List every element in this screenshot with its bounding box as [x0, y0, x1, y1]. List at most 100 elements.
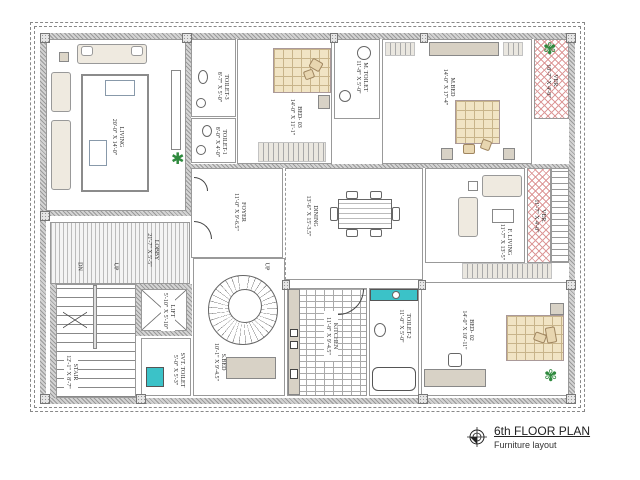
label-stair: STAIR 12'-1" X 8'-7" — [64, 352, 78, 392]
bathtub-icon — [372, 367, 416, 391]
plant-icon: ✾ — [544, 368, 558, 385]
washbasin-icon — [196, 145, 206, 155]
wall-mid-upper — [186, 164, 569, 168]
label-stair-up: UP — [112, 262, 119, 271]
plan-title: 6th FLOOR PLAN — [494, 424, 591, 438]
chair — [346, 191, 358, 199]
indian-wc-icon — [146, 367, 164, 387]
room-toilet-3[interactable]: TOILET-3 8'-7" X 5'-0" — [191, 39, 236, 117]
door-swing[interactable] — [338, 289, 364, 315]
room-m-bed[interactable]: M.BED 14'-0" X 17'-4" — [382, 39, 532, 164]
room-f-living[interactable]: F. LIVING 11'-7" X 13'-5" — [425, 168, 525, 263]
room-veranda-mid[interactable]: VER. 11'-7" X 4'-0" — [527, 168, 551, 263]
room-living[interactable]: LIVING 20'-0" X 14'-0" ✱ — [46, 39, 186, 211]
label-m-bed: M.BED 14'-0" X 17'-4" — [442, 68, 455, 106]
chair — [330, 207, 338, 221]
room-bed-03[interactable]: BED- 03 14'-0" X 11'-1" — [237, 39, 332, 164]
room-veranda-top[interactable]: ✾ VER. 10'-7" X 4'-0" — [534, 39, 569, 119]
column — [330, 33, 338, 43]
stair-handrail — [93, 285, 97, 349]
label-stair-dn: DN — [76, 262, 83, 271]
label-toilet-1: TOILET-1 8'-0" X 4'-0" — [214, 126, 227, 158]
kitchen-sink-icon — [290, 369, 298, 379]
label-living: LIVING 20'-0" X 14'-0" — [111, 118, 124, 156]
wardrobe — [503, 42, 523, 56]
chair — [392, 207, 400, 221]
column — [182, 33, 192, 43]
nightstand — [318, 95, 330, 109]
room-dining[interactable]: DINING 13'-6" X 15'-3.5" — [285, 168, 423, 280]
room-toilet-1[interactable]: TOILET-1 8'-0" X 4'-0" — [191, 118, 236, 163]
study-desk — [424, 369, 486, 387]
chair — [370, 191, 382, 199]
balcony-railing — [551, 168, 569, 263]
column — [418, 394, 428, 404]
wardrobe — [385, 42, 415, 56]
room-m-toilet[interactable]: M. TOILET 11'-8" X 5'-0" — [334, 39, 380, 119]
wall-living-south — [46, 211, 191, 216]
column — [420, 33, 428, 43]
room-s-bed[interactable]: UP S.BED 10'-1" X 9'-4.5" — [193, 258, 285, 396]
room-kitchen[interactable]: KITCHEN 11'-8" X 9'-4.5" — [287, 288, 367, 396]
label-lobby: LOBBY 21'-7" X 5'-5" — [146, 233, 159, 267]
wardrobe — [462, 263, 552, 279]
tv-unit — [171, 70, 181, 150]
sofa-left-2 — [51, 120, 71, 190]
room-bed-02[interactable]: ✾ BED- 02 14'-0" X 10'-11" — [421, 282, 569, 396]
door-swing[interactable] — [194, 177, 208, 191]
column — [418, 280, 426, 290]
single-bed — [226, 357, 276, 379]
chair — [346, 229, 358, 237]
column — [566, 394, 576, 404]
wall-south — [40, 398, 575, 404]
wc-icon — [198, 70, 208, 84]
coffee-table — [492, 209, 514, 223]
wc-icon — [357, 46, 371, 60]
side-table — [59, 52, 69, 62]
wc-icon — [202, 125, 212, 137]
compass-north-icon — [467, 427, 487, 447]
column — [40, 33, 50, 43]
label-s-bed: S.BED 10'-1" X 9'-4.5" — [213, 343, 226, 381]
room-foyer[interactable]: FOYER 11'-0" X 9'-6.5" — [191, 168, 283, 258]
column — [566, 280, 576, 290]
washbasin-icon — [196, 98, 206, 108]
column — [136, 394, 146, 404]
plant-icon: ✱ — [171, 151, 185, 168]
wall-north — [40, 33, 575, 39]
cushion — [81, 46, 93, 56]
stove-burner-icon — [290, 329, 298, 337]
stair-break-x — [63, 311, 87, 329]
wardrobe — [258, 142, 326, 162]
bed — [455, 100, 500, 144]
pillow — [479, 138, 493, 152]
label-f-living: F. LIVING 11'-7" X 13'-5" — [499, 223, 512, 261]
room-svt-toilet[interactable]: SVT. TOILET 5'-0" X 5'-3" — [141, 338, 191, 396]
plot-boundary — [30, 22, 585, 412]
room-toilet-2[interactable]: TOILET-2 11'-0" X 5'-0" — [369, 288, 419, 396]
bed — [273, 48, 331, 93]
wall-east — [569, 33, 575, 404]
room-stair[interactable]: STAIR 12'-1" X 8'-7" — [56, 284, 136, 398]
coffee-table — [105, 80, 135, 96]
nightstand — [550, 303, 564, 315]
armchair — [458, 197, 478, 237]
stove-burner-icon — [290, 341, 298, 349]
label-svt-toilet: SVT. TOILET 5'-0" X 5'-3" — [172, 352, 185, 388]
label-m-toilet: M. TOILET 11'-8" X 5'-0" — [355, 60, 368, 94]
dresser — [429, 42, 499, 56]
column — [566, 33, 576, 43]
room-lobby[interactable]: LOBBY 21'-7" X 5'-5" DN UP — [50, 222, 190, 284]
sofa-left-1 — [51, 72, 71, 112]
room-lift[interactable]: LIFT 5'-10" X 5'-10" — [141, 289, 187, 331]
side-table — [468, 181, 478, 191]
spiral-stair-core — [228, 289, 262, 323]
pillow — [463, 144, 475, 154]
column — [40, 394, 50, 404]
label-toilet-2: TOILET-2 11'-0" X 5'-0" — [398, 309, 411, 343]
label-toilet-3: TOILET-3 8'-7" X 5'-0" — [216, 71, 229, 103]
column — [282, 280, 290, 290]
door-swing[interactable] — [194, 221, 212, 239]
label-lift: LIFT 5'-10" X 5'-10" — [161, 291, 175, 331]
label-dining: DINING 13'-6" X 15'-3.5" — [305, 195, 318, 237]
